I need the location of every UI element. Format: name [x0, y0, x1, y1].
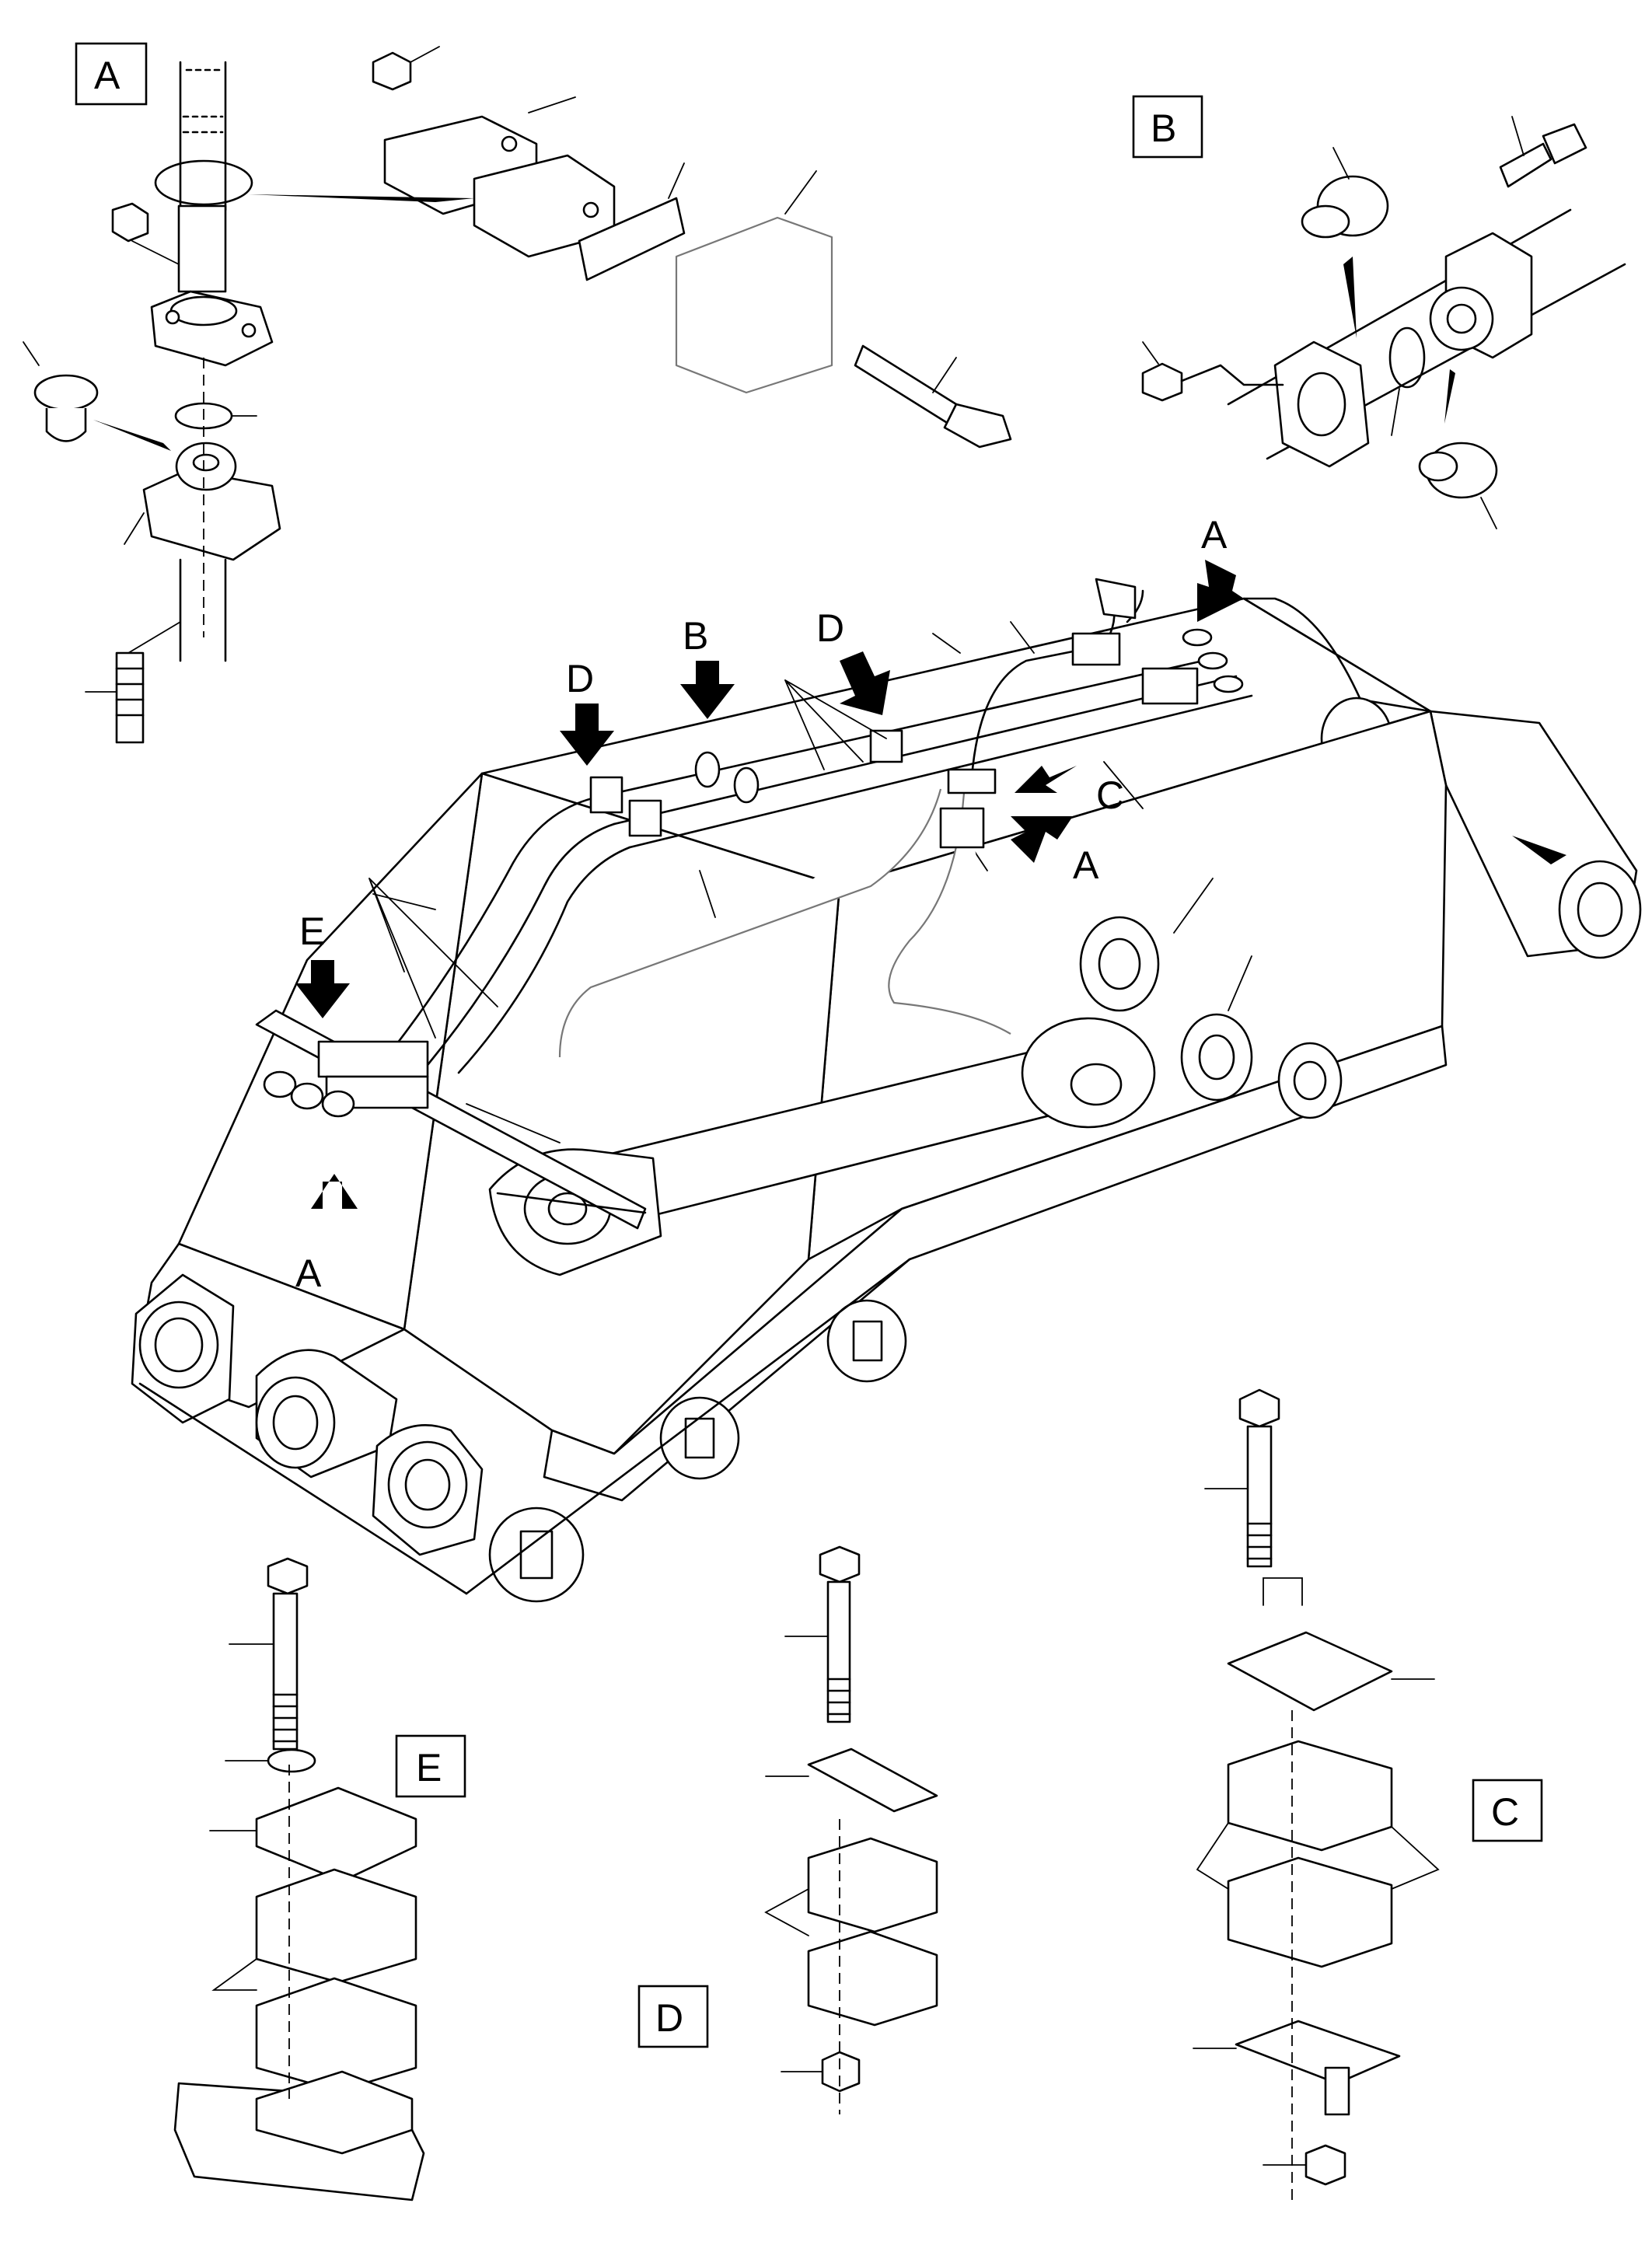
- detail-a-label: A: [94, 54, 120, 97]
- detail-e-label: E: [416, 1746, 442, 1789]
- detail-c-clamp-stack: [1193, 1388, 1440, 2200]
- detail-d-label: D: [655, 1996, 683, 2040]
- hydraulic-hoses: [263, 578, 1253, 1118]
- detail-c-label: C: [1491, 1790, 1519, 1834]
- callout-c-center: C: [1096, 773, 1124, 817]
- detail-d-clamp-stack: [764, 1545, 938, 2114]
- callout-d-center: D: [816, 606, 844, 650]
- callout-a-center: A: [1073, 843, 1099, 887]
- detail-b-label: B: [1151, 106, 1176, 150]
- callout-a-top-right: A: [1201, 513, 1228, 557]
- detail-e-clamp-stack: [173, 1557, 425, 2201]
- detail-e-label-box: [395, 1734, 466, 1798]
- detail-b-flange-assembly: [1141, 116, 1626, 529]
- callout-b-top: B: [683, 614, 708, 658]
- detail-c-label-box: [1472, 1779, 1543, 1842]
- detail-a-label-box: [75, 42, 148, 106]
- callout-d-left: D: [566, 657, 594, 700]
- detail-b-label-box: [1132, 95, 1203, 159]
- callout-a-left: A: [295, 1252, 322, 1295]
- callout-arrows: [295, 560, 1244, 1209]
- detail-a-flange-assembly: [23, 46, 1012, 744]
- callout-e-left: E: [299, 910, 325, 953]
- detail-d-label-box: [637, 1985, 709, 2048]
